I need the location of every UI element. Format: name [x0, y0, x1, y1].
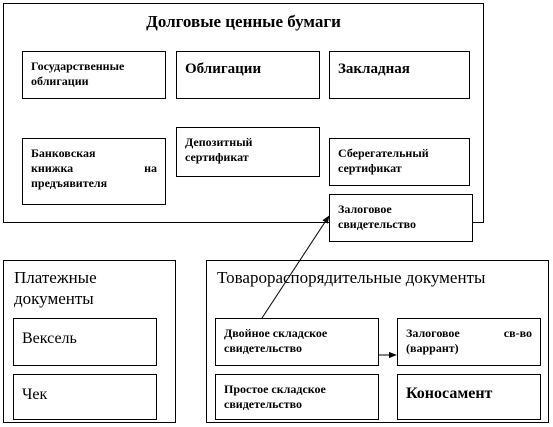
bonds-box: Облигации	[176, 51, 320, 99]
savings-certificate-box: Сберегательный сертификат	[329, 138, 470, 186]
deposit-certificate-label: Депозитный сертификат	[185, 135, 253, 164]
pledge-warrant-box: Залоговое св-во (варрант)	[397, 318, 541, 366]
bank-book-box: Банковская книжка на предъявителя	[22, 138, 166, 205]
mortgage-label: Закладная	[338, 61, 410, 77]
check-label: Чек	[22, 386, 48, 403]
savings-certificate-label: Сберегательный сертификат	[338, 146, 429, 175]
double-warehouse-box: Двойное складское свидетельство	[215, 318, 379, 366]
debt-securities-title: Долговые ценные бумаги	[146, 12, 341, 31]
simple-warehouse-box: Простое складское свидетельство	[215, 374, 379, 420]
simple-warehouse-label: Простое складское свидетельство	[224, 382, 326, 411]
payment-documents-title: Платежные документы	[14, 268, 97, 308]
bank-book-label-line1: Банковская	[31, 146, 96, 160]
deposit-certificate-box: Депозитный сертификат	[176, 127, 320, 177]
government-bonds-box: Государственные облигации	[22, 51, 166, 99]
bill-of-exchange-box: Вексель	[13, 318, 157, 366]
mortgage-box: Закладная	[329, 51, 470, 99]
check-box: Чек	[13, 374, 157, 420]
pledge-warrant-label-line1: Залоговое св-во	[406, 326, 532, 340]
pledge-warrant-label-line2: (варрант)	[406, 341, 459, 355]
bill-of-exchange-label: Вексель	[22, 330, 77, 347]
bonds-label: Облигации	[185, 61, 262, 77]
double-warehouse-label: Двойное складское свидетельство	[224, 326, 328, 355]
government-bonds-label: Государственные облигации	[31, 59, 125, 88]
bill-of-lading-label: Коносамент	[406, 385, 493, 402]
pledge-certificate-box: Залоговое свидетельство	[329, 194, 473, 242]
commodity-documents-title: Товарораспорядительные документы	[217, 268, 486, 287]
pledge-certificate-label: Залоговое свидетельство	[338, 202, 417, 231]
bank-book-label-line3: предъявителя	[31, 176, 108, 190]
bill-of-lading-box: Коносамент	[397, 374, 541, 420]
bank-book-label-line2: книжка на	[31, 161, 157, 175]
